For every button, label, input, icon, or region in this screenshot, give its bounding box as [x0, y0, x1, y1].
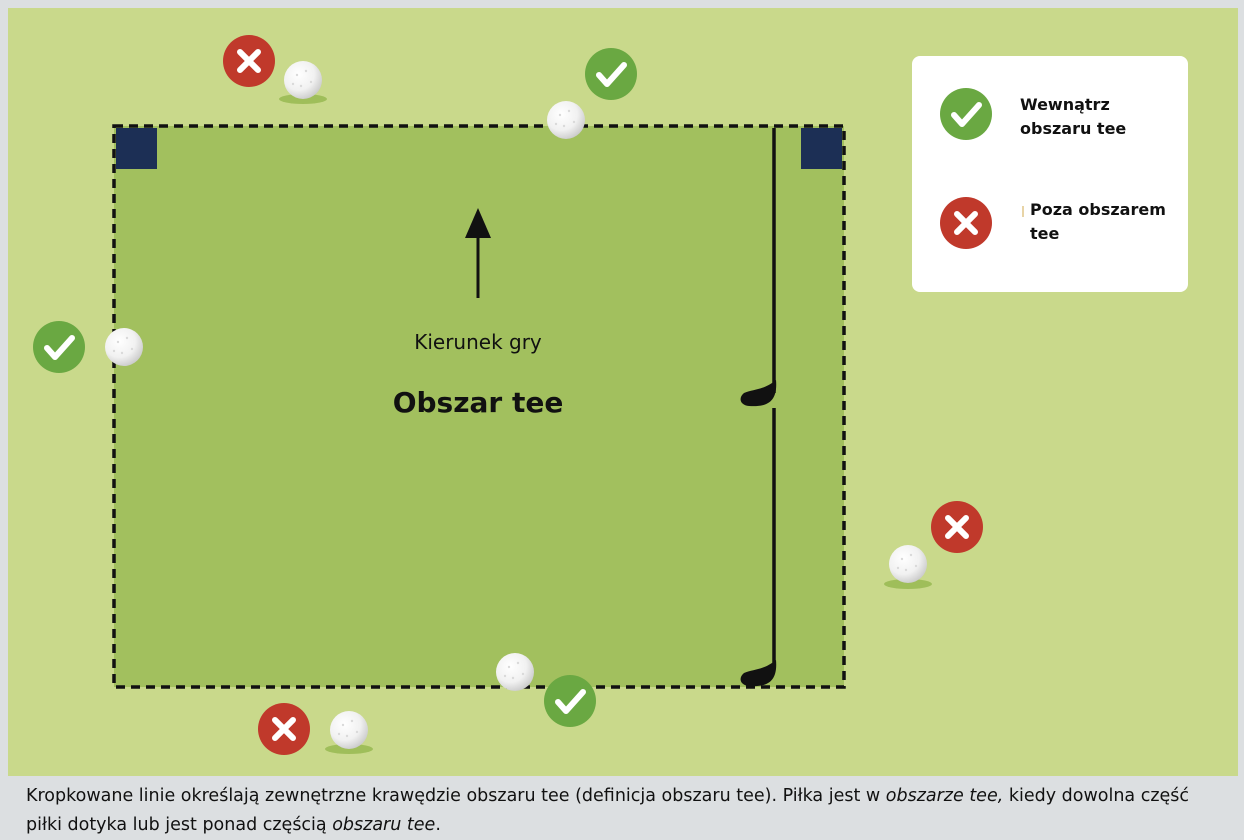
legend-outside-label: Poza obszarem tee: [1030, 200, 1166, 243]
caption-italic-term: obszarze tee,: [885, 786, 1004, 806]
caption-text: kiedy dowolna część piłki dotyka lub jes…: [26, 786, 1190, 835]
ball-shadow: [279, 94, 327, 104]
ball-shadow: [884, 579, 932, 589]
check-icon: [544, 675, 596, 727]
check-icon: [585, 48, 637, 100]
caption-text: .: [435, 815, 441, 835]
golf-ball-icon: [284, 61, 322, 99]
tee-marker-icon: [116, 128, 157, 169]
caption-italic-term: obszaru tee: [332, 815, 436, 835]
tee-marker-icon: [801, 128, 842, 169]
legend: Wewnątrz obszaru tee Poza obszarem tee: [912, 56, 1188, 292]
direction-label: Kierunek gry: [414, 330, 542, 354]
golf-club-icon: [740, 408, 777, 687]
golf-ball-icon: [496, 653, 534, 691]
cross-icon: [258, 703, 310, 755]
golf-ball-icon: [105, 328, 143, 366]
cross-icon: [940, 197, 992, 249]
ball-shadow: [325, 744, 373, 754]
golf-ball-icon: [547, 101, 585, 139]
legend-inside-label: Wewnątrz obszaru tee: [1020, 95, 1127, 138]
arrow-up-icon: [465, 208, 491, 298]
golf-ball-icon: [330, 711, 368, 749]
cross-icon: [223, 35, 275, 87]
caption: Kropkowane linie określają zewnętrzne kr…: [26, 782, 1226, 840]
golf-ball-icon: [889, 545, 927, 583]
check-icon: [33, 321, 85, 373]
cross-icon: [931, 501, 983, 553]
caption-text: Kropkowane linie określają zewnętrzne kr…: [26, 786, 886, 806]
tee-area-title: Obszar tee: [392, 386, 564, 419]
tee-area-boundary: [112, 124, 846, 689]
golf-club-icon: [740, 128, 777, 407]
check-icon: [940, 88, 992, 140]
